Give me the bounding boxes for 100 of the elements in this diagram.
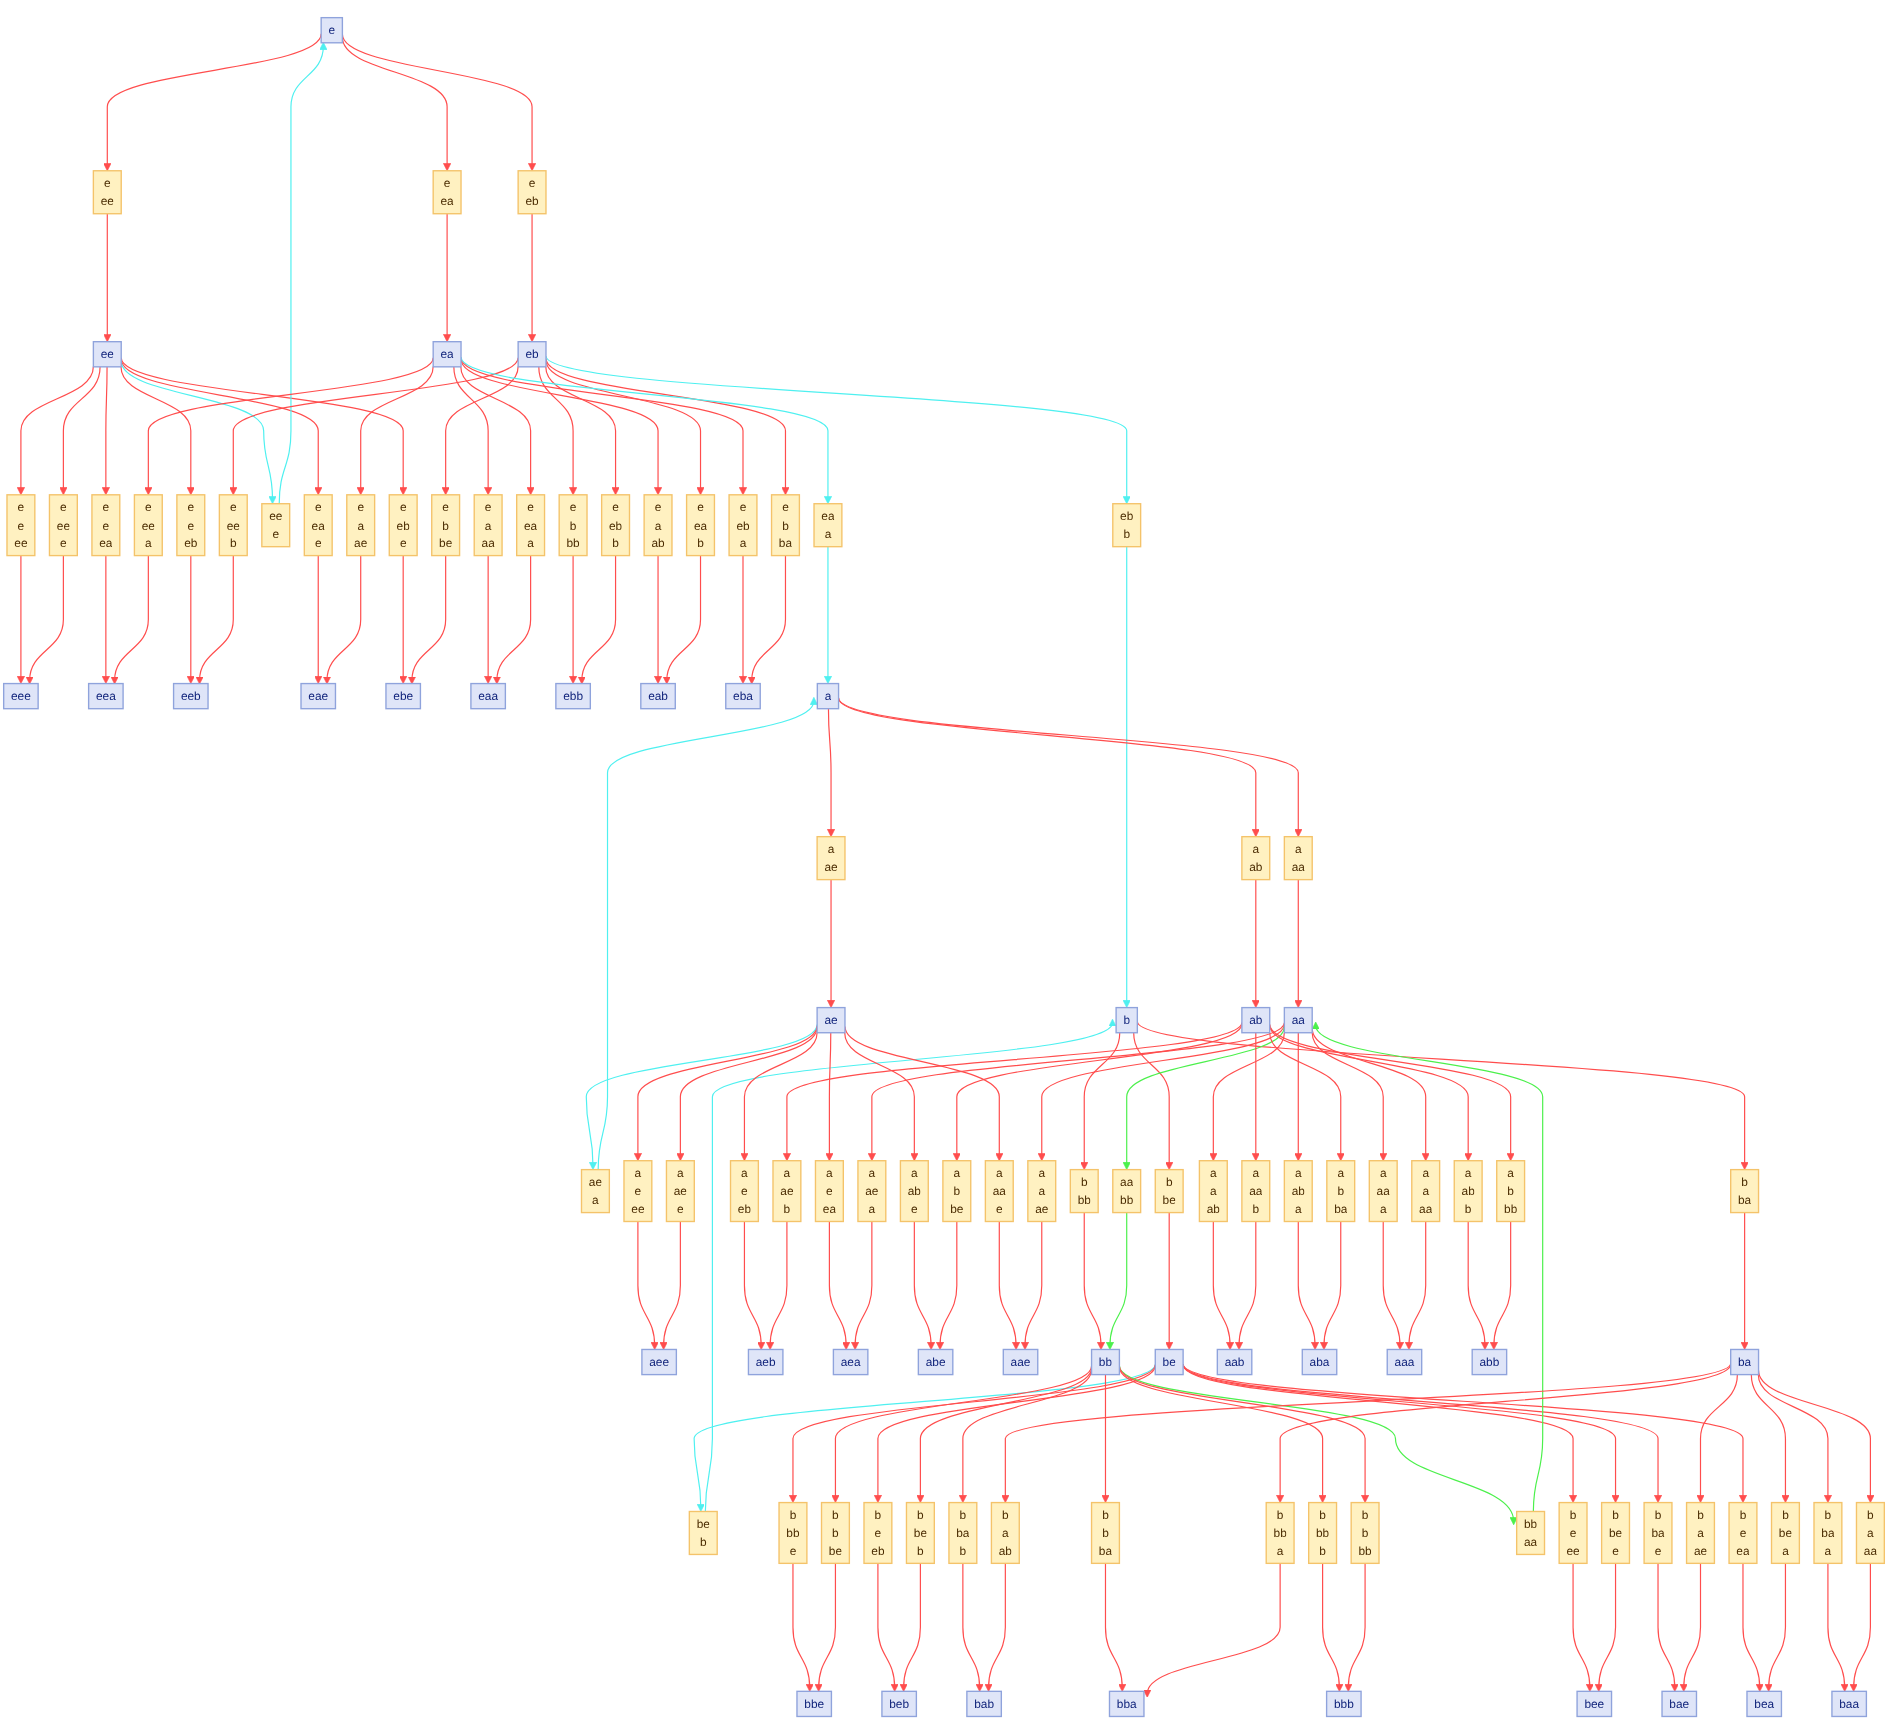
- arrow: [831, 1366, 1093, 1504]
- arrow: [952, 1024, 1243, 1162]
- arrow: [743, 1221, 766, 1351]
- arrow: [278, 42, 328, 506]
- arrow: [828, 1221, 850, 1351]
- arrow: [851, 1221, 873, 1351]
- arrow: [633, 1026, 818, 1162]
- arrow: [788, 1365, 1156, 1504]
- arrow: [792, 1563, 814, 1693]
- arrow: [1104, 1563, 1127, 1693]
- arrow: [654, 555, 663, 685]
- arrow: [1657, 1563, 1679, 1693]
- arrow: [962, 1563, 984, 1693]
- arrow: [443, 214, 452, 343]
- arrow: [195, 555, 234, 686]
- arrow: [453, 367, 493, 497]
- arrow: [827, 879, 836, 1009]
- arrow: [1679, 1563, 1702, 1693]
- arrow: [314, 555, 323, 685]
- arrow: [341, 37, 452, 173]
- arrow: [103, 214, 112, 343]
- arrow: [1276, 1364, 1732, 1504]
- arrow: [16, 366, 94, 497]
- arrow: [585, 1024, 818, 1171]
- arrow: [998, 1221, 1020, 1351]
- arrow: [844, 1033, 919, 1162]
- arrow: [663, 555, 702, 686]
- arrow: [748, 555, 787, 686]
- arrow: [1750, 1374, 1790, 1504]
- arrow: [120, 358, 408, 497]
- arrow: [1294, 879, 1303, 1009]
- arrow: [569, 555, 578, 685]
- arrow: [782, 1022, 1243, 1162]
- arrow: [827, 709, 836, 838]
- arrow: [1269, 1025, 1473, 1162]
- arrow: [1212, 1221, 1234, 1351]
- arrow: [545, 358, 790, 497]
- arrow: [460, 359, 663, 497]
- arrow: [120, 359, 323, 497]
- arrow: [1405, 1221, 1427, 1351]
- arrow: [1001, 1363, 1732, 1504]
- arrow: [1118, 1366, 1517, 1526]
- arrow: [597, 698, 816, 1172]
- arrow: [1136, 1021, 1749, 1171]
- arrow: [460, 367, 535, 497]
- arrow: [323, 555, 362, 686]
- arrow: [1209, 1033, 1285, 1162]
- arrow: [441, 366, 519, 497]
- arrow: [528, 214, 537, 343]
- arrow: [545, 356, 1131, 505]
- arrow: [1490, 1221, 1512, 1351]
- arrow: [545, 360, 705, 497]
- arrow: [913, 1221, 935, 1351]
- arrow: [1764, 1563, 1787, 1693]
- arrow: [1467, 1221, 1489, 1351]
- arrow: [1269, 1033, 1345, 1162]
- arrow: [356, 366, 434, 497]
- arrow: [1740, 1212, 1749, 1351]
- arrow: [144, 358, 434, 497]
- arrow: [1849, 1563, 1871, 1693]
- arrow: [984, 1563, 1006, 1693]
- arrow: [101, 555, 110, 685]
- arrow: [1757, 1374, 1832, 1504]
- arrow: [1144, 1563, 1281, 1699]
- arrow: [1297, 1221, 1319, 1351]
- arrow: [1344, 1563, 1366, 1693]
- arrow: [1251, 1033, 1260, 1162]
- arrow: [873, 1366, 1156, 1504]
- arrow: [493, 555, 532, 686]
- arrow: [899, 1563, 921, 1693]
- arrow: [1122, 1026, 1285, 1171]
- arrow: [958, 1369, 1093, 1504]
- arrow: [1106, 1212, 1128, 1351]
- arrow: [676, 1027, 818, 1162]
- arrow: [1572, 1563, 1594, 1693]
- arrow: [1269, 1024, 1515, 1162]
- arrow: [1757, 1370, 1875, 1504]
- arrow: [1080, 1033, 1121, 1171]
- arrow: [1311, 1033, 1388, 1162]
- arrow: [1742, 1563, 1764, 1693]
- arrow: [341, 34, 537, 173]
- arrow: [399, 555, 408, 685]
- arrow: [739, 555, 747, 685]
- arrow: [1083, 1212, 1105, 1351]
- arrow: [637, 1221, 659, 1351]
- arrow: [1021, 1221, 1043, 1351]
- arrow: [16, 555, 25, 685]
- arrow: [1165, 1212, 1174, 1351]
- arrow: [1320, 1221, 1342, 1351]
- arrow: [1037, 1024, 1285, 1162]
- arrow: [1122, 547, 1131, 1009]
- arrow: [1118, 1366, 1370, 1504]
- arrow: [693, 1364, 1156, 1513]
- arrow: [1594, 1563, 1617, 1693]
- arrow: [1311, 1028, 1430, 1162]
- arrow: [1827, 1563, 1849, 1693]
- arrow: [1133, 1033, 1174, 1171]
- arrow: [1235, 1221, 1257, 1351]
- arrow: [484, 555, 493, 685]
- arrow: [740, 1032, 818, 1162]
